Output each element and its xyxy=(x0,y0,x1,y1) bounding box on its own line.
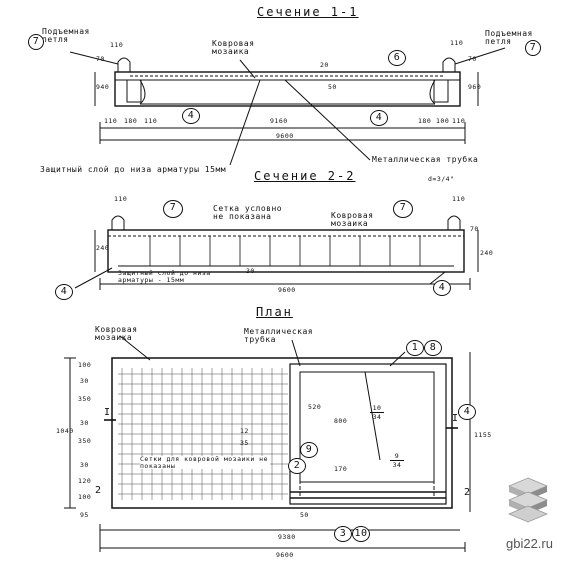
plan-dim-left: 120 xyxy=(78,477,92,485)
section-mark: 2 xyxy=(464,487,471,498)
plan-dim-right-total: 1155 xyxy=(474,431,492,439)
s1-dim-right-70: 70 xyxy=(468,55,477,63)
plan-dim-small: 50 xyxy=(300,511,309,519)
section-1-1-drawing xyxy=(69,47,506,166)
plan-dim-bottom: 9380 xyxy=(278,533,296,541)
callout-bubble: 4 xyxy=(55,284,73,300)
fraction-9-34: 9 34 xyxy=(390,452,404,469)
plan-dim-left: 30 xyxy=(80,461,89,469)
fraction-num: 9 xyxy=(390,452,404,461)
callout-bubble: 10 xyxy=(352,526,370,542)
plan-dim-left: 30 xyxy=(80,419,89,427)
mosaic-label-2: Ковровая мозаика xyxy=(331,211,374,228)
callout-bubble: 4 xyxy=(182,108,200,124)
plan-dim-left: 350 xyxy=(78,437,92,445)
mosaic-grid xyxy=(118,368,288,500)
plan-dim-left: 30 xyxy=(80,377,89,385)
s2-dim-total: 9600 xyxy=(278,286,296,294)
fraction-den: 34 xyxy=(392,461,402,469)
s2-dim-top-right: 110 xyxy=(452,195,466,203)
s1-dim-bottom: 110 xyxy=(104,117,118,125)
plan-dim-inner: 520 xyxy=(308,403,322,411)
lift-loop-label-left: Подъемная петля xyxy=(42,27,90,44)
s1-dim-bottom: 180 xyxy=(418,117,432,125)
section-2-2-drawing xyxy=(74,215,479,290)
callout-bubble: 7 xyxy=(525,40,541,56)
mosaic-label-plan: Ковровая мозаика xyxy=(95,325,138,342)
callout-bubble: 7 xyxy=(28,34,44,50)
lift-loop-label-right: Подъемная петля xyxy=(485,29,533,46)
plan-dim-left: 100 xyxy=(78,493,92,501)
plan-dim-left-total: 1040 xyxy=(56,427,74,435)
s2-dim-right-240: 240 xyxy=(480,249,494,257)
callout-bubble: 4 xyxy=(458,404,476,420)
s1-dim-top-left: 110 xyxy=(110,41,124,49)
s2-dim-left-240: 240 xyxy=(96,244,110,252)
mesh-label: Сетка условно не показана xyxy=(213,204,283,221)
s1-dim-inner-20: 20 xyxy=(320,61,329,69)
plan-title: План xyxy=(256,305,293,319)
s1-dim-top-right: 110 xyxy=(450,39,464,47)
s1-dim-bottom: 110 xyxy=(144,117,158,125)
fraction-10-34: 10 34 xyxy=(370,404,384,421)
callout-bubble: 7 xyxy=(163,200,183,218)
fraction-den: 34 xyxy=(372,413,382,421)
cover-label-1: Защитный слой до низа арматуры 15мм xyxy=(40,165,227,174)
callout-bubble: 8 xyxy=(424,340,442,356)
plan-note: Сетки для ковровой мозаики не показаны xyxy=(140,455,270,470)
section-mark: I xyxy=(104,407,111,418)
s2-dim-30: 30 xyxy=(246,267,255,275)
tube-label-plan: Металлическая трубка xyxy=(244,327,314,344)
plan-dim-left: 100 xyxy=(78,361,92,369)
tube-size-label: d=3/4" xyxy=(428,175,455,183)
s1-dim-inner-50: 50 xyxy=(328,83,337,91)
tube-label-1: Металлическая трубка xyxy=(372,155,479,164)
callout-bubble: 4 xyxy=(433,280,451,296)
s1-dim-bottom: 110 xyxy=(452,117,466,125)
s1-dim-left-70: 70 xyxy=(96,55,105,63)
mosaic-label-1: Ковровая мозаика xyxy=(212,39,255,56)
section-mark: I xyxy=(452,413,459,424)
callout-bubble: 9 xyxy=(300,442,318,458)
plan-dim-inner: 35 xyxy=(240,439,249,447)
linework xyxy=(64,47,506,552)
cover-label-2: Защитный слой до низа арматуры - 15мм xyxy=(118,269,211,284)
section-1-1-title: Сечение 1-1 xyxy=(257,5,359,19)
plan-dim-inner: 170 xyxy=(334,465,348,473)
callout-bubble: 7 xyxy=(393,200,413,218)
s2-dim-right-70: 70 xyxy=(470,225,479,233)
plan-drawing xyxy=(64,335,471,552)
callout-bubble: 4 xyxy=(370,110,388,126)
plan-dim-inner: 12 xyxy=(240,427,249,435)
watermark-text: gbi22.ru xyxy=(506,536,553,551)
s2-dim-top-left: 110 xyxy=(114,195,128,203)
callout-bubble: 3 xyxy=(334,526,352,542)
s1-dim-bottom: 9160 xyxy=(270,117,288,125)
s1-dim-right-960: 960 xyxy=(468,83,482,91)
s1-dim-bottom: 180 xyxy=(124,117,138,125)
section-2-2-title: Сечение 2-2 xyxy=(254,169,356,183)
s1-dim-left-940: 940 xyxy=(96,83,110,91)
plan-dim-small: 95 xyxy=(80,511,89,519)
callout-bubble: 6 xyxy=(388,50,406,66)
s1-dim-bottom: 100 xyxy=(436,117,450,125)
callout-bubble: 1 xyxy=(406,340,424,356)
callout-bubble: 2 xyxy=(288,458,306,474)
stacked-slabs-icon xyxy=(507,477,549,523)
fraction-num: 10 xyxy=(370,404,384,413)
s1-dim-total: 9600 xyxy=(276,132,294,140)
plan-dim-left: 350 xyxy=(78,395,92,403)
section-mark: 2 xyxy=(95,485,102,496)
plan-dim-inner: 800 xyxy=(334,417,348,425)
plan-dim-total: 9600 xyxy=(276,551,294,559)
